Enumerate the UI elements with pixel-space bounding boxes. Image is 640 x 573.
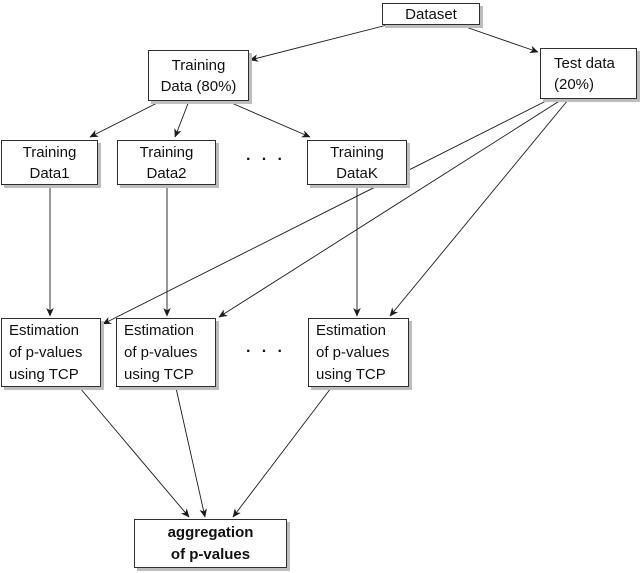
edge-test-data-to-estimation-1 xyxy=(102,99,549,325)
node-estimation-3-label-line2: of p-values xyxy=(316,343,390,361)
node-test-data-label-line1: Test data xyxy=(554,54,615,72)
node-training-data-k-label-line1: Training xyxy=(330,143,384,161)
node-aggregation-label-line1: aggregation xyxy=(167,523,254,541)
node-dataset-label: Dataset xyxy=(405,5,457,23)
node-test-data: Test data (20%) xyxy=(540,48,637,99)
node-training-data-2-label-line1: Training xyxy=(139,143,194,161)
node-estimation-3: Estimation of p-values using TCP xyxy=(308,318,409,387)
node-estimation-2: Estimation of p-values using TCP xyxy=(116,318,216,387)
node-training-data-1-label-line2: Data1 xyxy=(29,164,70,182)
node-estimation-1-label-line1: Estimation xyxy=(9,321,80,339)
edge-training-data-to-training-data-1 xyxy=(89,100,162,138)
node-training-data: Training Data (80%) xyxy=(148,50,249,101)
node-training-data-label-line1: Training xyxy=(171,56,226,74)
edge-estimation-1-to-aggregation xyxy=(79,387,190,518)
ellipsis-training-row: · · · xyxy=(246,151,286,168)
node-dataset: Dataset xyxy=(382,3,480,25)
edge-dataset-to-training-data xyxy=(249,24,388,62)
node-estimation-2-label-line1: Estimation xyxy=(124,321,195,339)
edge-test-data-to-estimation-2 xyxy=(218,99,562,318)
node-test-data-label-line2: (20%) xyxy=(554,75,595,93)
node-estimation-1-label-line3: using TCP xyxy=(9,365,79,383)
edge-estimation-2-to-aggregation xyxy=(175,387,207,518)
node-estimation-1: Estimation of p-values using TCP xyxy=(1,318,101,387)
node-estimation-2-label-line2: of p-values xyxy=(124,343,198,361)
edge-test-data-to-estimation-3 xyxy=(389,99,569,317)
edge-estimation-3-to-aggregation xyxy=(232,387,332,518)
ellipsis-estimation-row: · · · xyxy=(246,343,286,360)
node-aggregation: aggregation of p-values xyxy=(134,519,287,568)
node-training-data-1: Training Data1 xyxy=(1,140,98,185)
node-aggregation-label-line2: of p-values xyxy=(170,545,251,563)
edge-training-data-to-training-data-k xyxy=(226,100,311,138)
edge-dataset-to-test-data xyxy=(459,24,539,53)
edge-training-data-to-training-data-2 xyxy=(174,100,190,138)
node-estimation-3-label-line1: Estimation xyxy=(316,321,387,339)
node-training-data-2: Training Data2 xyxy=(117,140,216,185)
node-training-data-k: Training DataK xyxy=(307,140,407,185)
node-estimation-3-label-line3: using TCP xyxy=(316,365,386,383)
node-training-data-k-label-line2: DataK xyxy=(336,164,378,182)
node-training-data-2-label-line2: Data2 xyxy=(146,164,187,182)
node-estimation-1-label-line2: of p-values xyxy=(9,343,83,361)
node-estimation-2-label-line3: using TCP xyxy=(124,365,194,383)
node-training-data-label-line2: Data (80%) xyxy=(160,77,237,95)
node-training-data-1-label-line1: Training xyxy=(22,143,77,161)
